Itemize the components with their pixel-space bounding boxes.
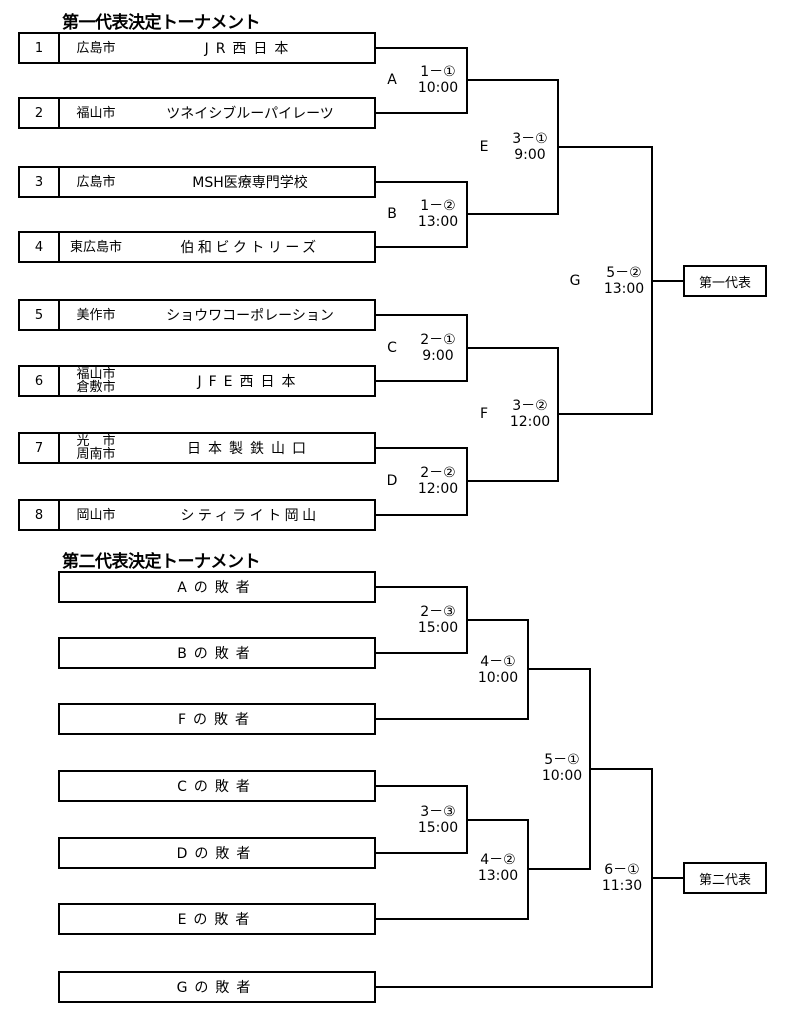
match-label-b: B: [387, 206, 397, 222]
team-name: 日本製鉄山口: [187, 441, 313, 457]
seed-number: 6: [20, 367, 60, 395]
seed-number: 1: [20, 34, 60, 62]
match-time: 9:00: [422, 348, 454, 364]
seed-number: 7: [20, 434, 60, 462]
team-name: JR西日本: [204, 41, 296, 57]
seed-number: 8: [20, 501, 60, 529]
match-time: 12:00: [417, 481, 459, 497]
match-label-g: G: [569, 273, 581, 289]
loser-entry-3: Fの敗者: [58, 703, 376, 735]
team-entry-4: 4 東広島市 伯和ビクトリーズ: [18, 231, 376, 263]
loser-entry-2: Bの敗者: [58, 637, 376, 669]
match-time: 12:00: [509, 414, 551, 430]
match-label-a: A: [387, 72, 397, 88]
match-time: 9:00: [514, 147, 546, 163]
team-entry-5: 5 美作市 ショウワコーポレーション: [18, 299, 376, 331]
match-label-d: D: [386, 473, 398, 489]
match-game: 1－②: [420, 198, 456, 214]
match-game: 2－①: [420, 332, 456, 348]
team-city: 岡山市: [76, 507, 116, 523]
team-name: MSH医療専門学校: [192, 175, 308, 191]
team-entry-1: 1 広島市 JR西日本: [18, 32, 376, 64]
match-label-c: C: [387, 340, 397, 356]
team-city: 光 市 周南市: [76, 434, 116, 462]
match-time: 15:00: [417, 620, 459, 636]
match-game: 4－②: [480, 852, 516, 868]
seed-number: 2: [20, 99, 60, 127]
team-city: 広島市: [76, 40, 116, 56]
loser-label: Eの敗者: [177, 912, 257, 928]
team-name: ツネイシブルーパイレーツ: [166, 106, 334, 122]
match-time: 13:00: [603, 281, 645, 297]
loser-entry-4: Cの敗者: [58, 770, 376, 802]
team-city: 福山市: [76, 105, 116, 121]
loser-label: Dの敗者: [176, 846, 258, 862]
loser-label: Bの敗者: [177, 646, 257, 662]
team-name: ショウワコーポレーション: [166, 308, 334, 324]
first-representative-box: 第一代表: [683, 265, 767, 297]
team-entry-3: 3 広島市 MSH医療専門学校: [18, 166, 376, 198]
match-time: 13:00: [417, 214, 459, 230]
team-city: 東広島市: [69, 239, 122, 255]
loser-entry-7: Gの敗者: [58, 971, 376, 1003]
team-name: シティライト岡山: [180, 508, 320, 524]
seed-number: 3: [20, 168, 60, 196]
match-time: 10:00: [541, 768, 583, 784]
match-game: 2－③: [420, 604, 456, 620]
match-game: 5－①: [544, 752, 580, 768]
second-representative-box: 第二代表: [683, 862, 767, 894]
match-time: 10:00: [477, 670, 519, 686]
seed-number: 5: [20, 301, 60, 329]
team-name: JFE西日本: [197, 374, 303, 390]
match-time: 15:00: [417, 820, 459, 836]
loser-entry-6: Eの敗者: [58, 903, 376, 935]
match-game: 3－③: [420, 804, 456, 820]
match-game: 2－②: [420, 465, 456, 481]
section2-title: 第二代表決定トーナメント: [62, 552, 261, 572]
match-label-f: F: [479, 406, 489, 422]
team-city: 美作市: [76, 307, 116, 323]
team-entry-6: 6 福山市 倉敷市 JFE西日本: [18, 365, 376, 397]
match-time: 10:00: [417, 80, 459, 96]
match-game: 3－②: [512, 398, 548, 414]
match-game: 6－①: [604, 862, 640, 878]
match-time: 11:30: [601, 878, 643, 894]
loser-entry-5: Dの敗者: [58, 837, 376, 869]
match-time: 13:00: [477, 868, 519, 884]
loser-entry-1: Aの敗者: [58, 571, 376, 603]
match-game: 1－①: [420, 64, 456, 80]
team-entry-8: 8 岡山市 シティライト岡山: [18, 499, 376, 531]
loser-label: Fの敗者: [177, 712, 257, 728]
team-city: 福山市 倉敷市: [76, 367, 116, 395]
section1-title: 第一代表決定トーナメント: [62, 13, 261, 33]
match-label-e: E: [479, 139, 489, 155]
team-name: 伯和ビクトリーズ: [180, 240, 320, 256]
seed-number: 4: [20, 233, 60, 261]
team-city: 広島市: [76, 174, 116, 190]
team-entry-2: 2 福山市 ツネイシブルーパイレーツ: [18, 97, 376, 129]
loser-label: Aの敗者: [177, 580, 257, 596]
loser-label: Cの敗者: [177, 779, 257, 795]
loser-label: Gの敗者: [176, 980, 258, 996]
team-entry-7: 7 光 市 周南市 日本製鉄山口: [18, 432, 376, 464]
match-game: 4－①: [480, 654, 516, 670]
match-game: 3－①: [512, 131, 548, 147]
match-game: 5－②: [606, 265, 642, 281]
